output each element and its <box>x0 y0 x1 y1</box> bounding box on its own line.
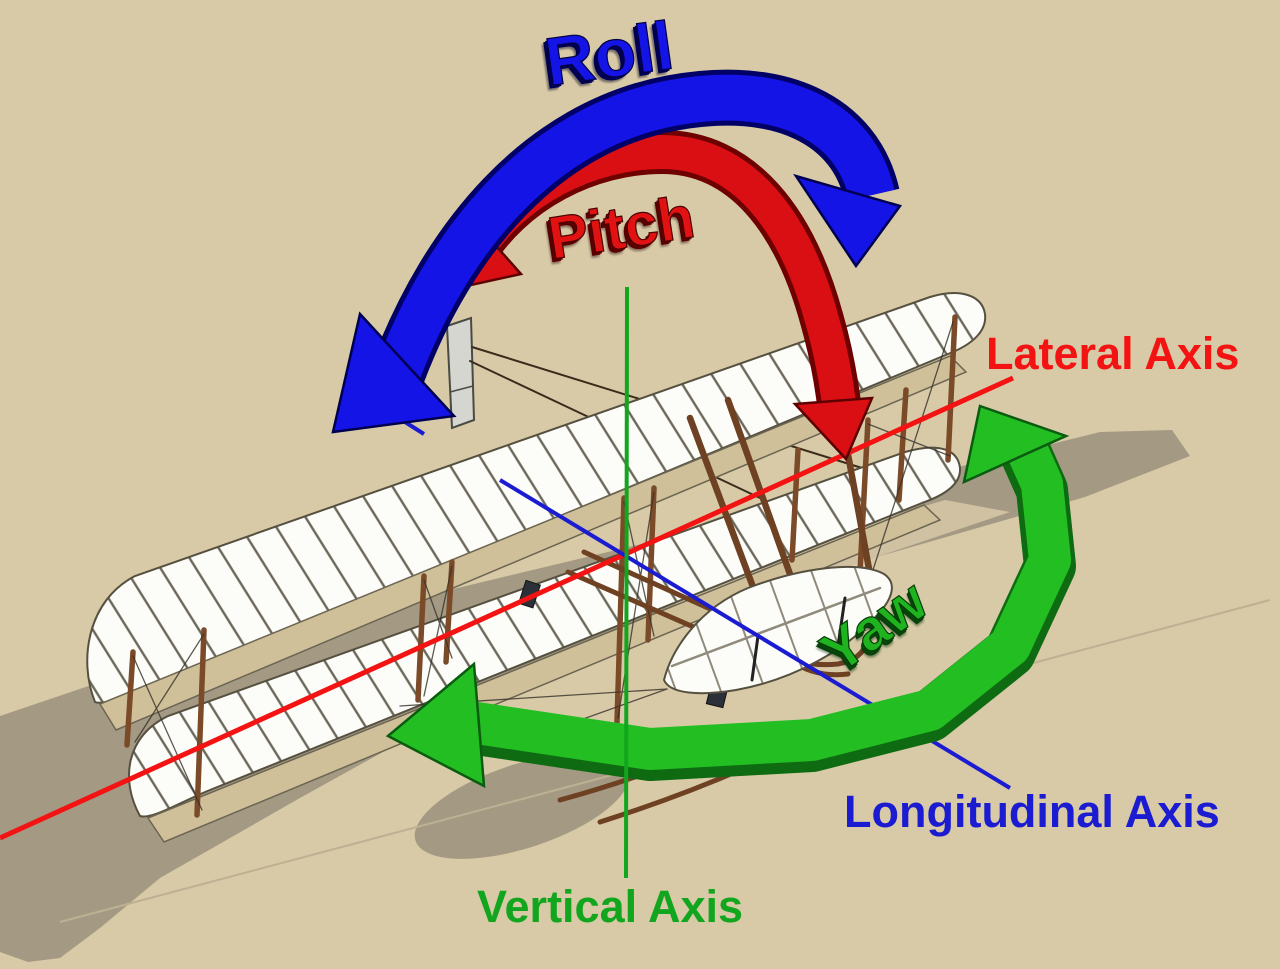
yaw-arrow <box>385 404 1076 789</box>
wright-flyer <box>86 292 987 843</box>
upper-wing-leading-edge <box>98 355 968 731</box>
lateral-axis-label: Lateral Axis <box>986 328 1240 379</box>
yaw-arrowhead-left <box>385 661 486 789</box>
vertical-axis-line <box>624 286 629 879</box>
roll-arrow <box>331 69 903 434</box>
lower-wing-leading-edge <box>146 504 942 843</box>
vertical-axis-label: Vertical Axis <box>477 881 744 932</box>
pitch-arrowhead-right <box>792 396 874 462</box>
roll-label: Roll <box>540 7 679 101</box>
longitudinal-axis-label: Longitudinal Axis <box>844 786 1220 837</box>
elevator-shadow <box>414 753 630 859</box>
yaw-arrowhead-top <box>962 404 1070 485</box>
roll-arrowhead-left <box>331 311 457 434</box>
upper-wing <box>86 292 987 731</box>
roll-arrowhead-right <box>793 173 903 269</box>
front-elevator <box>663 565 893 695</box>
lower-wing <box>127 446 962 843</box>
